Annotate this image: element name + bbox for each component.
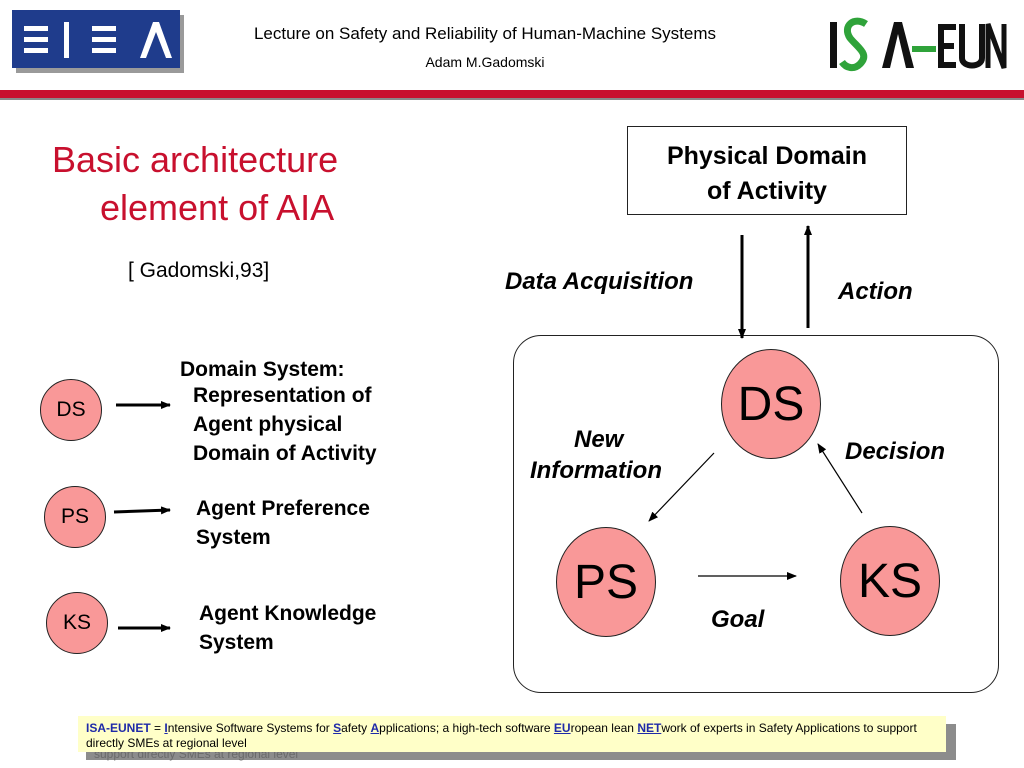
- legend-ds-line: Domain of Activity: [193, 442, 377, 465]
- legend-ds-line: Representation of: [193, 384, 372, 407]
- legend-ps-circle: PS: [44, 486, 106, 548]
- agent-box: [513, 335, 999, 693]
- citation: [ Gadomski,93]: [128, 259, 270, 282]
- physical-domain-box: Physical Domain of Activity: [627, 126, 907, 215]
- isa-eunet-logo: [830, 17, 1007, 72]
- decision-arrow: [817, 443, 863, 514]
- slide-title-line1: Basic architecture: [52, 139, 339, 180]
- footer-letter: EU: [553, 721, 571, 735]
- footer-letter: NET: [637, 721, 662, 735]
- ps-node: PS: [556, 527, 656, 637]
- footer-note: ISA-EUNET = Intensive Software Systems f…: [78, 716, 946, 752]
- legend-ps-line: System: [196, 526, 271, 549]
- footer-text: work of experts in Safety Applications t…: [86, 721, 917, 750]
- decision-label: Decision: [845, 438, 946, 465]
- footer-letter: S: [333, 721, 342, 735]
- slide-title-line2: element of AIA: [100, 187, 335, 228]
- header-rule-shadow: [0, 98, 1024, 100]
- legend-ds-line: Agent physical: [193, 413, 343, 436]
- ds-node-label: DS: [737, 377, 805, 431]
- action-label: Action: [838, 278, 913, 305]
- ps-node-label: PS: [573, 555, 639, 609]
- new-information-label-line1: New: [574, 426, 624, 453]
- footer-letter: I: [164, 721, 168, 735]
- ks-node: KS: [840, 526, 940, 636]
- slide-title: Basic architecture element of AIA: [52, 136, 412, 232]
- footer-letter: A: [370, 721, 380, 735]
- new-information-label-line2: Information: [530, 457, 662, 484]
- ks-node-label: KS: [857, 554, 923, 608]
- legend-ps-label: PS: [60, 505, 89, 528]
- legend-ps-arrow: [113, 506, 171, 515]
- footer-text: pplications; a high-tech software: [379, 721, 554, 735]
- legend-ks-label: KS: [62, 611, 91, 634]
- enea-logo: [12, 10, 184, 73]
- legend-ds-label: DS: [56, 398, 86, 421]
- footer-text: afety: [341, 721, 371, 735]
- physical-domain-line2: of Activity: [707, 177, 827, 205]
- header-author: Adam M.Gadomski: [425, 54, 545, 70]
- ds-node: DS: [721, 349, 821, 459]
- legend-ks-description: Agent Knowledge System: [199, 599, 376, 657]
- physical-domain-line1: Physical Domain: [666, 142, 868, 170]
- new-information-arrow: [648, 452, 715, 522]
- data-acquisition-label: Data Acquisition: [505, 268, 694, 295]
- header-rule: [0, 90, 1024, 98]
- legend-ds-description: Representation of Agent physical Domain …: [193, 381, 377, 468]
- legend-ps-description: Agent Preference System: [196, 494, 370, 552]
- legend-ds-heading: Domain System:: [180, 358, 345, 381]
- header-title: Lecture on Safety and Reliability of Hum…: [253, 24, 717, 43]
- goal-label: Goal: [711, 606, 765, 633]
- footer-text: ropean lean: [570, 721, 638, 735]
- legend-ks-line: System: [199, 631, 274, 654]
- footer-text: ntensive Software Systems for: [167, 721, 334, 735]
- legend-ks-circle: KS: [46, 592, 108, 654]
- legend-ds-circle: DS: [40, 379, 102, 441]
- legend-ks-line: Agent Knowledge: [199, 602, 377, 625]
- footer-term: ISA-EUNET: [86, 721, 151, 735]
- legend-ps-line: Agent Preference: [196, 497, 370, 520]
- footer-eq: =: [150, 721, 165, 735]
